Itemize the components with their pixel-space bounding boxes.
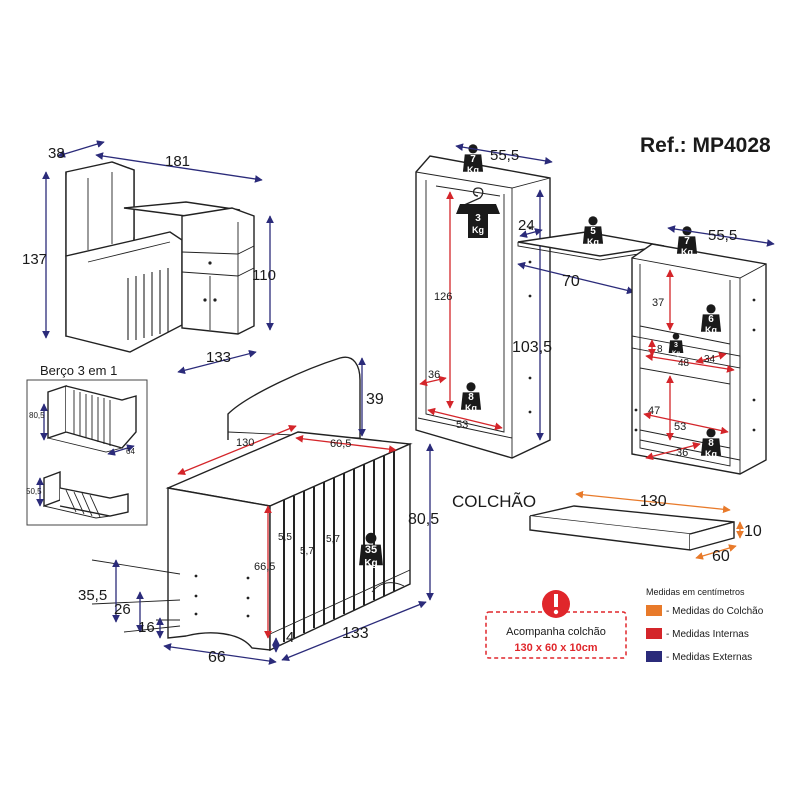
wardrobe-weight-rod-unit: Kg bbox=[472, 225, 484, 235]
overview-dim-bottom-width: 133 bbox=[206, 349, 231, 366]
crib-dim-inner-height: 66,5 bbox=[254, 561, 275, 573]
crib-3in1-inset: Berço 3 em 1 80,5 64 50,5 bbox=[26, 363, 148, 526]
dresser-weight-top-unit: Kg bbox=[681, 247, 693, 257]
mattress-dim-height: 10 bbox=[744, 523, 762, 540]
dresser-dim-drawer-d: 34 bbox=[704, 354, 716, 365]
dresser-weight-shelf-unit: Kg bbox=[705, 325, 717, 335]
dresser-weight-drawer: 3 bbox=[674, 342, 678, 349]
shelf-weight-value: 5 bbox=[590, 226, 596, 237]
legend-swatch-internal bbox=[646, 628, 662, 639]
shelf-dim-length: 70 bbox=[562, 273, 580, 290]
crib-dim-base-16: 16 bbox=[138, 619, 155, 636]
crib-dim-width: 133 bbox=[342, 625, 369, 642]
inset-dim-top-depth: 64 bbox=[126, 447, 135, 456]
mattress: COLCHÃO 130 10 60 bbox=[452, 490, 762, 565]
main-crib: 130 60,5 66,5 5,5 5,7 5,7 35 Kg 39 80,5 … bbox=[78, 356, 439, 666]
dresser: 7 Kg 6 Kg 3 Kg 8 Kg 55,5 37 8 48 34 47 5… bbox=[631, 225, 775, 475]
notice-line1: Acompanha colchão bbox=[506, 626, 606, 638]
mattress-dim-length: 130 bbox=[640, 493, 667, 510]
dresser-dim-inner-width: 53 bbox=[674, 421, 686, 433]
shelf-weight-unit: Kg bbox=[587, 237, 599, 247]
crib-dim-base-35: 35,5 bbox=[78, 587, 107, 604]
dresser-weight-bottom: 8 bbox=[708, 438, 714, 449]
wardrobe-dim-height: 103,5 bbox=[512, 339, 552, 356]
crib-dim-bottom-gap: 4 bbox=[286, 629, 294, 646]
wardrobe-dim-rod-height: 126 bbox=[434, 291, 452, 303]
crib-dim-base-26: 26 bbox=[114, 601, 131, 618]
dresser-dim-top-space: 37 bbox=[652, 297, 664, 309]
legend: Medidas em centímetros - Medidas do Colc… bbox=[646, 587, 764, 663]
dresser-weight-shelf: 6 bbox=[708, 314, 714, 325]
legend-swatch-external bbox=[646, 651, 662, 662]
dresser-weight-top: 7 bbox=[684, 236, 690, 247]
overview-dim-depth: 38 bbox=[48, 145, 65, 162]
dresser-dim-depth: 55,5 bbox=[708, 227, 737, 244]
mattress-title: COLCHÃO bbox=[452, 492, 536, 511]
reference-title: Ref.: MP4028 bbox=[640, 134, 771, 157]
inset-dim-bottom-height: 50,5 bbox=[26, 487, 42, 496]
wardrobe-weight-top: 7 bbox=[470, 154, 476, 165]
crib-weight-value: 35 bbox=[365, 544, 377, 556]
crib-dim-headboard: 39 bbox=[366, 391, 384, 408]
crib-dim-height: 80,5 bbox=[408, 511, 439, 528]
overview-dim-height-left: 137 bbox=[22, 251, 47, 268]
notice-line2: 130 x 60 x 10cm bbox=[514, 642, 597, 654]
mattress-dim-width: 60 bbox=[712, 548, 730, 565]
wardrobe-weight-top-unit: Kg bbox=[467, 165, 479, 175]
dresser-weight-bottom-unit: Kg bbox=[705, 449, 717, 459]
mattress-included-notice: Acompanha colchão 130 x 60 x 10cm bbox=[485, 590, 627, 659]
legend-item-external: - Medidas Externas bbox=[666, 652, 752, 663]
wardrobe-weight-bottom: 8 bbox=[468, 392, 474, 403]
legend-item-mattress: - Medidas do Colchão bbox=[666, 606, 764, 617]
overview-crib-slats bbox=[127, 268, 169, 340]
dresser-dim-drawer-h: 8 bbox=[657, 344, 663, 355]
dresser-dim-drawer-w: 48 bbox=[678, 358, 690, 369]
wardrobe-dim-depth: 55,5 bbox=[490, 147, 519, 164]
overview-dim-width: 181 bbox=[165, 153, 190, 170]
dresser-weight-drawer-unit: Kg bbox=[672, 351, 680, 357]
wardrobe-weight-bottom-unit: Kg bbox=[465, 403, 477, 413]
crib-dim-slat-gap-b: 5,7 bbox=[300, 546, 314, 557]
crib-dim-depth: 66 bbox=[208, 649, 226, 666]
crib-dim-slat-gap-a: 5,5 bbox=[278, 532, 292, 543]
wardrobe: 3 Kg 7 Kg 8 Kg 55,5 126 103,5 36 53 bbox=[415, 143, 553, 459]
crib-dim-inner-length: 130 bbox=[236, 437, 254, 449]
crib-dim-slat-gap-c: 5,7 bbox=[326, 534, 340, 545]
crib-weight-unit: Kg bbox=[364, 558, 377, 569]
overview-set: 38 181 137 110 133 bbox=[22, 140, 276, 375]
crib-dim-inner-partial: 60,5 bbox=[330, 438, 351, 450]
wardrobe-dim-inner-bottom: 36 bbox=[428, 369, 440, 381]
dresser-dim-bottom-depth: 36 bbox=[676, 447, 688, 459]
overview-dim-height-right: 110 bbox=[252, 267, 276, 284]
legend-title: Medidas em centímetros bbox=[646, 587, 745, 597]
shelf-dim-depth: 24 bbox=[518, 217, 535, 234]
legend-swatch-mattress bbox=[646, 605, 662, 616]
wardrobe-dim-inner-width: 53 bbox=[456, 419, 468, 431]
legend-item-internal: - Medidas Internas bbox=[666, 629, 749, 640]
inset-dim-top-height: 80,5 bbox=[29, 411, 45, 420]
wardrobe-weight-rod: 3 bbox=[475, 213, 481, 224]
inset-title: Berço 3 em 1 bbox=[40, 363, 117, 378]
